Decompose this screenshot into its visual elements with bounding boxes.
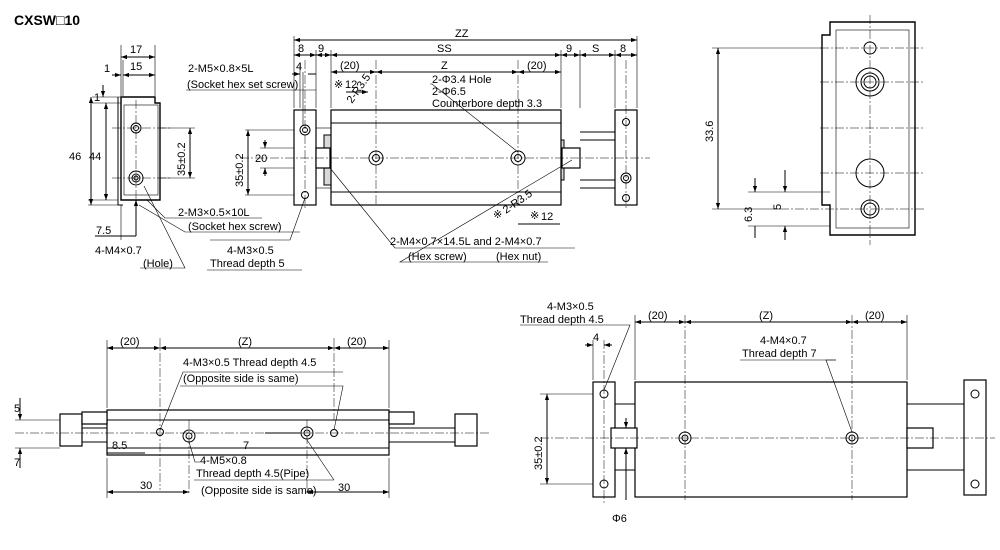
dim-4-bottom: 4 xyxy=(593,332,599,344)
dim-z-bottom: (Z) xyxy=(238,336,252,348)
dim-30-right: 30 xyxy=(338,482,350,494)
note-m3-br: 4-M3×0.5 xyxy=(547,301,594,313)
dim-6-3: 6.3 xyxy=(743,207,755,222)
note-socket-hex-screw: (Socket hex screw) xyxy=(188,221,282,233)
dim-20-left: (20) xyxy=(340,60,360,72)
note-m3-thread-bottom: 4-M3×0.5 Thread depth 4.5 xyxy=(183,357,316,369)
dim-12-bottom: 12 xyxy=(541,211,553,223)
dim-ss: SS xyxy=(437,43,452,55)
dim-15: 15 xyxy=(130,61,142,73)
dim-zz: ZZ xyxy=(455,28,469,40)
dim-5-bottom: 5 xyxy=(14,403,20,415)
note-thread-depth-5: Thread depth 5 xyxy=(210,258,285,270)
dim-20-right: (20) xyxy=(527,60,547,72)
dim-7-left: 7 xyxy=(14,457,20,469)
dim-z-br: (Z) xyxy=(759,310,773,322)
svg-text:※: ※ xyxy=(493,209,502,221)
note-m4-br: 4-M4×0.7 xyxy=(760,335,807,347)
dim-20-left-br: (20) xyxy=(648,310,668,322)
dim-20-right-br: (20) xyxy=(865,310,885,322)
dim-4: 4 xyxy=(296,61,302,73)
dim-z: Z xyxy=(441,60,448,72)
dim-1-side: 1 xyxy=(94,92,100,104)
dim-8-right: 8 xyxy=(620,43,626,55)
dim-9-left: 9 xyxy=(318,43,324,55)
top-view: (20) (Z) (20) 5 7 8.5 7 30 30 4-M3×0.5 T… xyxy=(14,336,490,498)
front-view: ZZ 8 9 SS 9 S 8 4 (20) Z (20) 35±0.2 20 … xyxy=(186,28,650,271)
dim-20-front: 20 xyxy=(255,153,267,165)
dim-35-front: 35±0.2 xyxy=(234,153,246,187)
note-opposite-side-2: (Opposite side is same) xyxy=(201,485,317,497)
dim-35: 35±0.2 xyxy=(176,142,188,176)
dim-33-6: 33.6 xyxy=(704,121,716,142)
dim-20-left-bottom: (20) xyxy=(120,336,140,348)
note-m5-screw: 2-M5×0.8×5L xyxy=(188,63,253,75)
end-view: 33.6 6.3 5 xyxy=(704,15,925,245)
dim-8-left: 8 xyxy=(298,43,304,55)
svg-text:※: ※ xyxy=(530,210,539,222)
dim-7-5: 7.5 xyxy=(96,225,111,237)
note-counterbore: Counterbore depth 3.3 xyxy=(432,98,542,110)
dim-44: 44 xyxy=(89,151,101,163)
note-6-5: 2-Φ6.5 xyxy=(432,86,466,98)
dim-5: 5 xyxy=(772,204,784,210)
note-m4-hex-screw: 2-M4×0.7×14.5L and 2-M4×0.7 xyxy=(390,236,542,248)
note-thread-4-5-br: Thread depth 4.5 xyxy=(520,314,604,326)
dim-20-right-bottom: (20) xyxy=(347,336,367,348)
model-title: CXSW□10 xyxy=(14,12,80,28)
dim-phi-6: Φ6 xyxy=(612,513,627,525)
dim-12-top: 12 xyxy=(345,79,357,91)
dim-s: S xyxy=(592,43,599,55)
note-hex-screw: (Hex screw) xyxy=(408,251,467,263)
note-m3-thread: 4-M3×0.5 xyxy=(227,245,274,257)
note-hole: (Hole) xyxy=(143,258,173,270)
note-thread-7-br: Thread depth 7 xyxy=(742,348,817,360)
note-hole-3-4: 2-Φ3.4 Hole xyxy=(432,74,492,86)
note-m5: 4-M5×0.8 xyxy=(200,455,247,467)
dim-7-mid: 7 xyxy=(243,440,249,452)
side-view: 17 15 1 1 46 44 35±0.2 7.5 2-M3×0.5×10L … xyxy=(69,44,300,270)
note-socket-hex-set-screw: (Socket hex set screw) xyxy=(187,79,298,91)
dim-9-right: 9 xyxy=(566,43,572,55)
svg-text:※: ※ xyxy=(334,79,343,91)
dim-8-5: 8.5 xyxy=(112,440,127,452)
dim-17: 17 xyxy=(130,44,142,56)
dim-35-br: 35±0.2 xyxy=(533,436,545,470)
note-opposite-side-1: (Opposite side is same) xyxy=(183,373,299,385)
note-m4-hole: 4-M4×0.7 xyxy=(95,245,142,257)
bottom-view: 4 (20) (Z) (20) 35±0.2 Φ6 4-M3×0.5 Threa… xyxy=(520,301,995,525)
note-hex-nut: (Hex nut) xyxy=(496,251,541,263)
dim-30-left: 30 xyxy=(140,480,152,492)
note-m3-screw: 2-M3×0.5×10L xyxy=(178,207,250,219)
dim-1-top: 1 xyxy=(104,63,110,75)
note-thread-pipe: Thread depth 4.5(Pipe) xyxy=(196,468,309,480)
dim-46: 46 xyxy=(69,151,81,163)
